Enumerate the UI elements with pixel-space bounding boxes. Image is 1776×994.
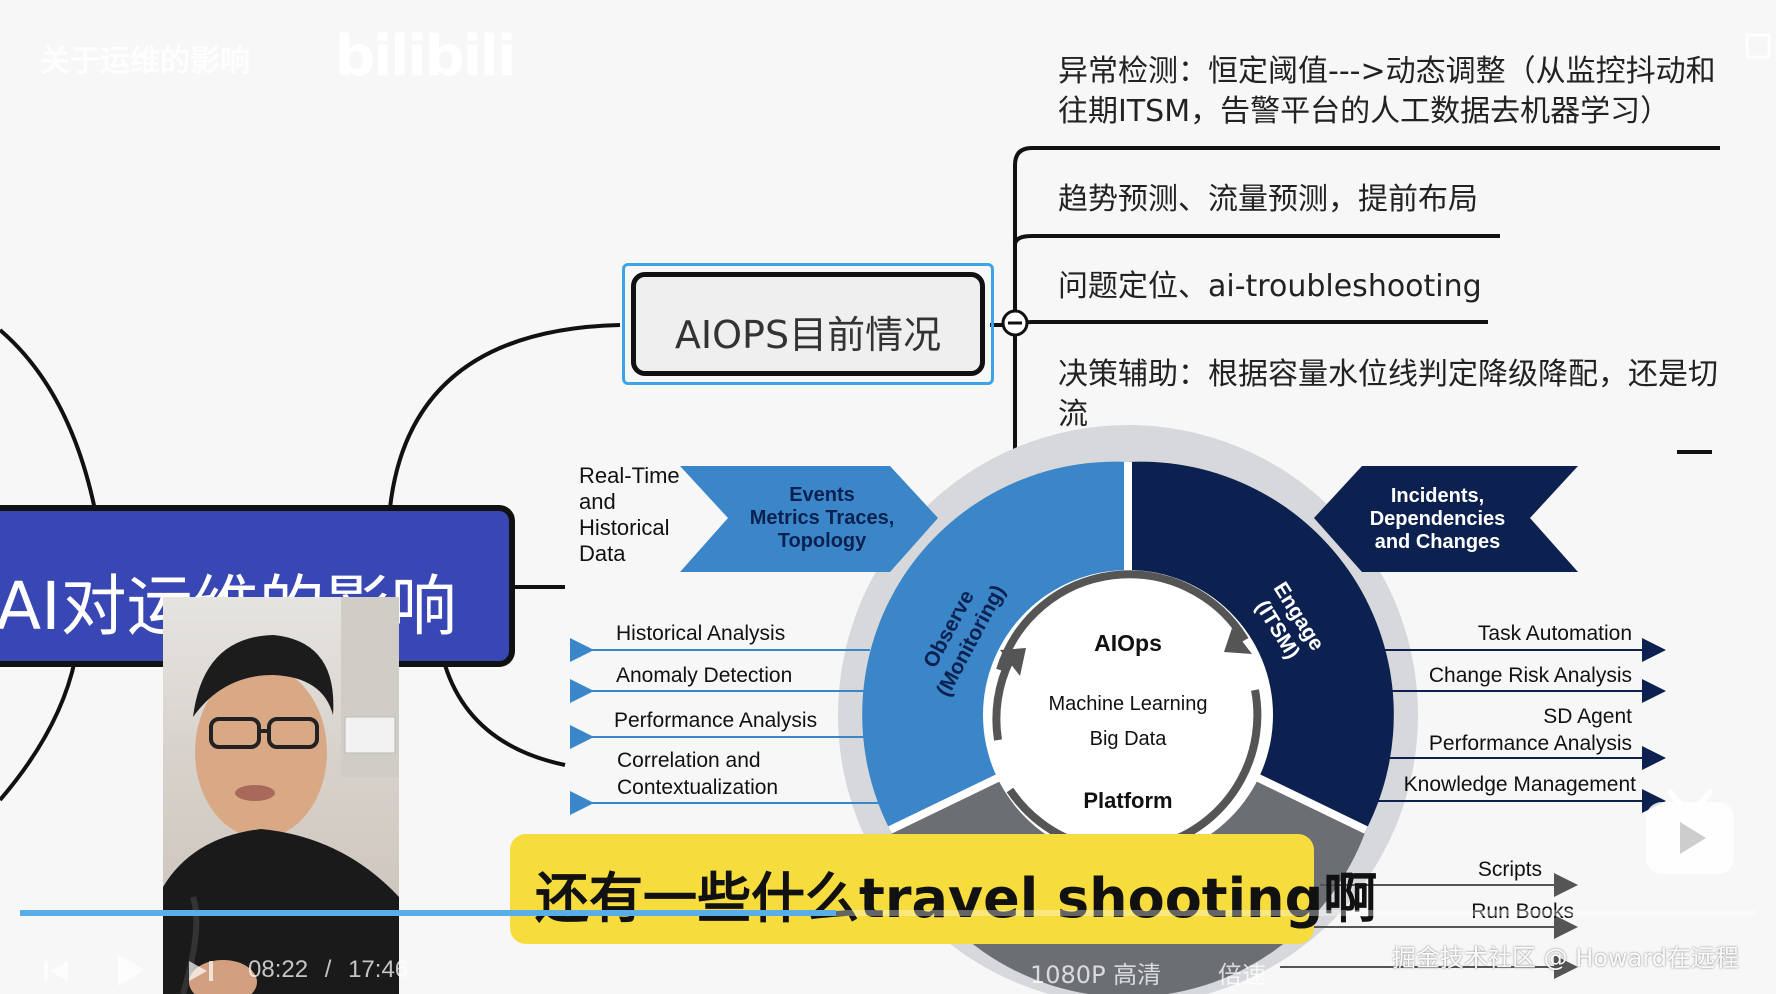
left-input-line: Real-Time <box>579 463 680 488</box>
right-arrow-label: Incidents, Dependencies and Changes <box>1350 485 1525 554</box>
bilibili-logo: bilibili <box>335 24 516 89</box>
left-input-line: and <box>579 489 616 514</box>
inner-circle <box>983 570 1273 860</box>
fullscreen-icon[interactable] <box>1744 32 1772 60</box>
branch-troubleshooting[interactable]: 问题定位、ai-troubleshooting <box>1058 269 1482 304</box>
item-run-books: Run Books <box>1471 900 1574 923</box>
item-correlation: Correlation and Contextualization <box>617 747 778 801</box>
prev-icon[interactable] <box>40 955 72 987</box>
presenter-video <box>163 597 399 994</box>
item-correlation-line: Contextualization <box>617 776 779 799</box>
progress-track[interactable] <box>20 910 1756 916</box>
top-left-caption: 关于运维的影响 <box>40 44 250 79</box>
bottom-watermark: 掘金技术社区 @ Howard在远程 <box>1392 944 1740 972</box>
speed-button[interactable]: 倍速 <box>1218 961 1266 989</box>
item-sd-agent-line: Performance Analysis <box>1428 732 1632 755</box>
time-display: 08:22 / 17:46 <box>248 956 408 984</box>
left-input-line: Data <box>579 541 626 566</box>
incidents-label: Incidents, <box>1390 485 1485 507</box>
right-output-arrow <box>1314 466 1578 572</box>
branch-trend-prediction[interactable]: 趋势预测、流量预测，提前布局 <box>1058 182 1478 217</box>
item-correlation-line: Correlation and <box>617 749 761 772</box>
bilibili-tv-icon[interactable] <box>1640 782 1740 882</box>
item-anomaly-detection: Anomaly Detection <box>616 664 793 687</box>
dependencies-label: Dependencies <box>1369 508 1506 530</box>
left-input-label: Real-Time and Historical Data <box>579 463 680 567</box>
duration: 17:46 <box>348 956 409 983</box>
left-input-arrow <box>680 466 938 572</box>
branch-decision-support[interactable]: 决策辅助：根据容量水位线判定降级降配，还是切流 <box>1058 357 1718 432</box>
center-ml: Machine Learning <box>1048 693 1208 715</box>
item-change-risk: Change Risk Analysis <box>1428 664 1632 687</box>
quality-button[interactable]: 1080P 高清 <box>1030 961 1162 989</box>
changes-label: and Changes <box>1374 531 1501 553</box>
mindmap-node-aiops[interactable]: AIOPS目前情况 <box>622 263 994 385</box>
metrics-label: Metrics Traces, <box>749 507 895 529</box>
item-task-automation: Task Automation <box>1477 622 1632 645</box>
item-historical-analysis: Historical Analysis <box>616 622 786 645</box>
subtitle-box <box>510 834 1314 944</box>
left-arrow-label: Events Metrics Traces, Topology <box>728 484 916 553</box>
branch-anomaly-detection[interactable]: 异常检测：恒定阈值--->动态调整（从监控抖动和往期ITSM，告警平台的人工数据… <box>1058 54 1716 129</box>
mindmap-node-label: AIOPS目前情况 <box>674 313 942 357</box>
center-platform: Platform <box>1083 788 1173 813</box>
center-title: AIOps <box>1094 630 1162 656</box>
subtitle-text: 还有一些什么travel shooting啊 <box>535 867 1378 930</box>
current-time: 08:22 <box>248 956 309 983</box>
topology-label: Topology <box>777 530 867 552</box>
time-separator: / <box>324 956 332 983</box>
center-bigdata: Big Data <box>1089 728 1167 750</box>
progress-fill <box>20 910 836 916</box>
item-knowledge-management: Knowledge Management <box>1403 773 1636 796</box>
left-input-line: Historical <box>579 515 670 540</box>
item-sd-agent-line: SD Agent <box>1543 705 1632 728</box>
events-label: Events <box>789 484 855 506</box>
next-icon[interactable] <box>185 955 217 987</box>
item-scripts: Scripts <box>1477 858 1542 881</box>
item-sd-agent: SD Agent Performance Analysis <box>1429 703 1632 757</box>
play-icon[interactable] <box>110 950 150 990</box>
item-performance-analysis: Performance Analysis <box>614 709 818 732</box>
